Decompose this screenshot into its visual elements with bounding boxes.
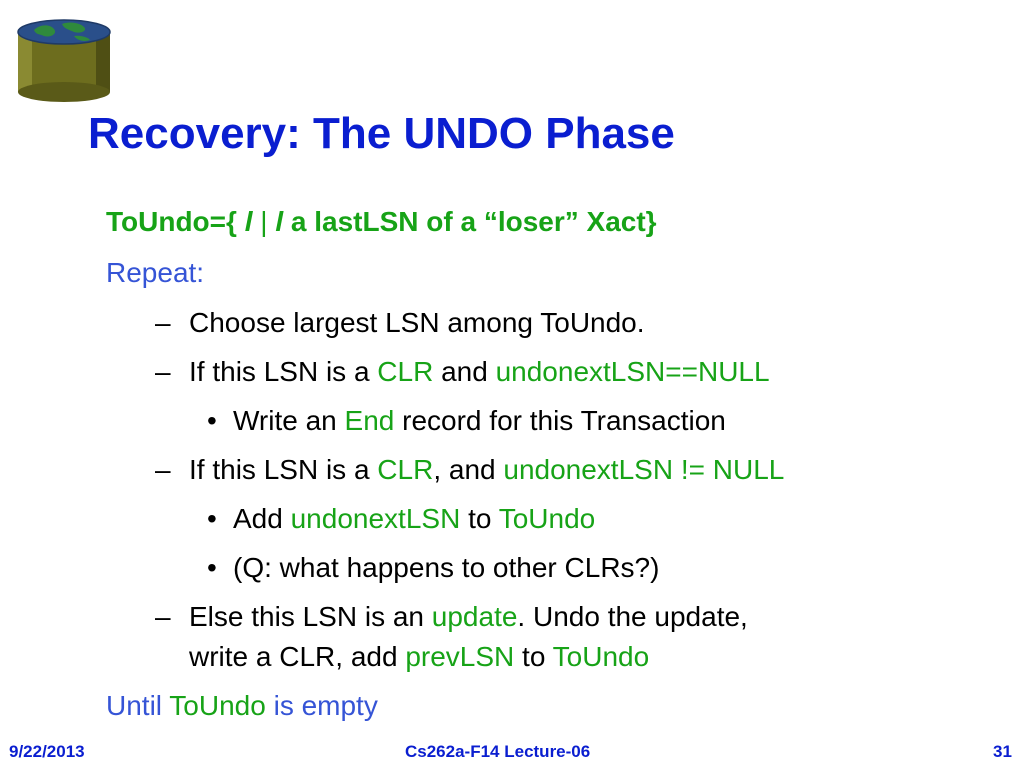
- prevlsn-term: prevLSN: [405, 641, 515, 672]
- step-choose-largest: Choose largest LSN among ToUndo.: [189, 307, 645, 338]
- bullet-write-end: Write an End record for this Transaction: [233, 404, 726, 438]
- footer-course: Cs262a-F14 Lecture-06: [405, 742, 591, 761]
- toundo-term: ToUndo: [169, 690, 266, 721]
- repeat-label: Repeat:: [106, 257, 205, 288]
- bullet-marker: •: [207, 552, 217, 583]
- toundo-bar: |: [260, 206, 268, 237]
- toundo-description: a lastLSN of a “loser” Xact}: [290, 206, 657, 237]
- step-text: If this LSN is a: [189, 454, 378, 485]
- step-else-update-line2: write a CLR, add prevLSN to ToUndo: [189, 640, 649, 674]
- step-text: write a CLR, add: [189, 641, 406, 672]
- bullet-marker: •: [207, 503, 217, 534]
- dash-marker: –: [155, 601, 171, 632]
- undonextlsn-term: undonextLSN: [290, 503, 461, 534]
- footer-date: 9/22/2013: [9, 742, 85, 761]
- step-else-update: Else this LSN is an update. Undo the upd…: [189, 600, 748, 634]
- undonext-not-null-term: undonextLSN != NULL: [503, 454, 785, 485]
- step-text: to: [514, 641, 553, 672]
- step-text: Else this LSN is an: [189, 601, 432, 632]
- undonext-null-term: undonextLSN==NULL: [495, 356, 770, 387]
- step-text: If this LSN is a: [189, 356, 378, 387]
- toundo-term: ToUndo: [552, 641, 650, 672]
- clr-term: CLR: [377, 356, 434, 387]
- step-clr-not-null: If this LSN is a CLR, and undonextLSN !=…: [189, 453, 784, 487]
- step-text: . Undo the update,: [517, 601, 748, 632]
- dash-marker: –: [155, 356, 171, 387]
- step-text: and: [433, 356, 496, 387]
- bullet-text: to: [460, 503, 499, 534]
- toundo-definition: ToUndo={ l | l a lastLSN of a “loser” Xa…: [106, 205, 657, 239]
- toundo-name: ToUndo: [106, 206, 210, 237]
- step-clr-null: If this LSN is a CLR and undonextLSN==NU…: [189, 355, 770, 389]
- bullet-text: Add: [233, 503, 291, 534]
- until-text: Until: [106, 690, 170, 721]
- toundo-var1: l: [244, 206, 253, 237]
- step-text: , and: [433, 454, 504, 485]
- bullet-text: record for this Transaction: [394, 405, 726, 436]
- bullet-marker: •: [207, 405, 217, 436]
- until-line: Until ToUndo is empty: [106, 689, 378, 723]
- dash-marker: –: [155, 307, 171, 338]
- bullet-text: Write an: [233, 405, 345, 436]
- toundo-var2: l: [275, 206, 284, 237]
- slide-title: Recovery: The UNDO Phase: [88, 109, 675, 158]
- footer-page-number: 31: [993, 742, 1012, 761]
- until-text: is empty: [265, 690, 378, 721]
- bullet-question: (Q: what happens to other CLRs?): [233, 552, 660, 583]
- dash-marker: –: [155, 454, 171, 485]
- end-term: End: [344, 405, 395, 436]
- database-globe-logo: [17, 19, 111, 102]
- toundo-term: ToUndo: [498, 503, 596, 534]
- toundo-equals: ={: [209, 206, 237, 237]
- update-term: update: [431, 601, 518, 632]
- bullet-add-undonext: Add undonextLSN to ToUndo: [233, 502, 595, 536]
- clr-term: CLR: [377, 454, 434, 485]
